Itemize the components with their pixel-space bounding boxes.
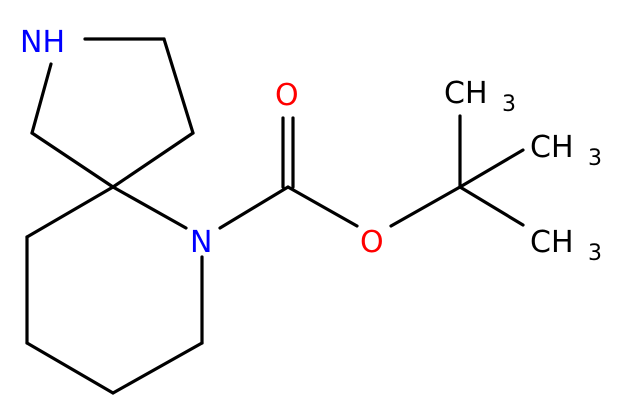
bond-n6-carbonyl-c <box>218 185 290 230</box>
atom-o-ester: O <box>360 225 384 260</box>
bond-c1-nh <box>30 62 53 135</box>
atom-o-carbonyl: O <box>275 78 299 113</box>
bond-c10-spiro <box>25 185 115 239</box>
bond-oester-cq <box>389 185 462 228</box>
atom-n: N <box>190 225 212 260</box>
bond-cq-ch3-bot <box>458 185 525 227</box>
bond-c-oester <box>286 185 359 228</box>
bond-c8-c9 <box>25 341 115 395</box>
bond-c4-spiro <box>111 131 195 189</box>
bond-spiro-c1 <box>30 131 115 189</box>
bond-cq-ch3-mid <box>458 148 525 189</box>
bond-c3-c4 <box>162 37 195 135</box>
atom-nh: NH <box>20 25 65 60</box>
bond-spiro-n6 <box>111 185 188 230</box>
atom-ch3-top-sub: 3 <box>502 92 516 117</box>
atom-ch3-bot-sub: 3 <box>588 241 602 266</box>
atom-ch3-top: CH <box>444 76 488 111</box>
atom-ch3-mid-sub: 3 <box>588 146 602 171</box>
bond-c7-c8 <box>111 341 204 395</box>
atom-ch3-mid: CH <box>530 130 574 165</box>
bonds <box>25 37 525 395</box>
atom-ch3-bot: CH <box>530 225 574 260</box>
